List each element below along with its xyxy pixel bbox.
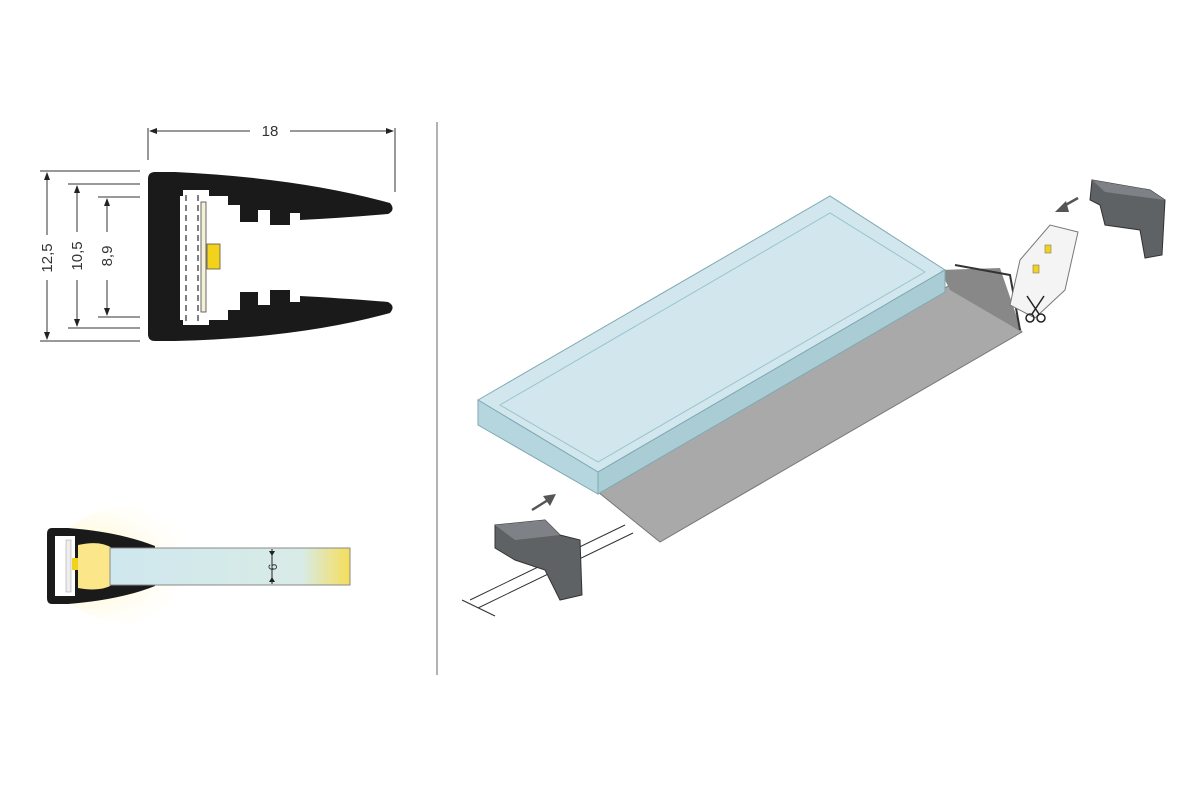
dimension-lines bbox=[40, 128, 396, 342]
glass-pane-section bbox=[109, 547, 351, 586]
led-chip bbox=[206, 243, 221, 270]
mid-height-label: 10,5 bbox=[69, 241, 86, 270]
width-dimension-label: 18 bbox=[262, 123, 279, 140]
led-strip-piece bbox=[1009, 224, 1079, 319]
scissors-icon bbox=[1025, 295, 1046, 323]
arrow-icon bbox=[531, 494, 556, 512]
profile-cross-section bbox=[148, 172, 393, 341]
glass-mounted-section bbox=[47, 505, 351, 625]
glass-thickness-label: 6 bbox=[266, 563, 280, 570]
assembly-view bbox=[461, 179, 1166, 617]
inner-height-label: 8,9 bbox=[99, 246, 116, 267]
arrow-icon bbox=[1055, 196, 1079, 212]
outer-height-label: 12,5 bbox=[39, 243, 56, 272]
